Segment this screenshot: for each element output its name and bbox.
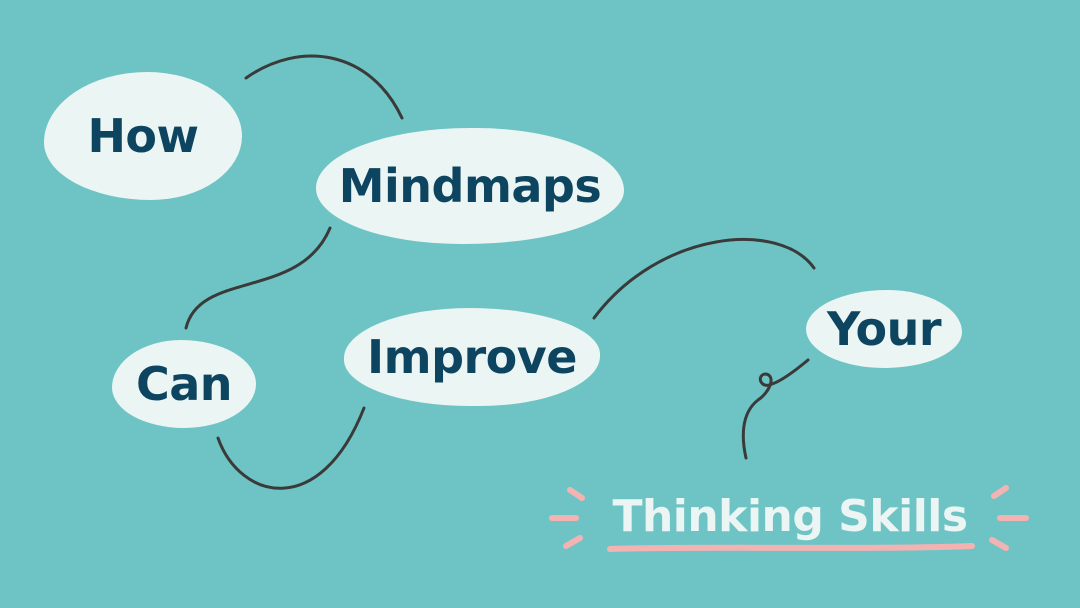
connector-can-improve (216, 406, 366, 490)
node-thinking-skills: Thinking Skills (598, 486, 982, 546)
thinking-underline (607, 543, 975, 552)
node-can: Can (112, 340, 256, 428)
connector-your-thinking (741, 358, 810, 460)
node-can-label: Can (135, 357, 233, 411)
emphasis-marks-left (549, 487, 585, 549)
connector-how-mindmaps (244, 54, 404, 120)
node-mindmaps-label: Mindmaps (338, 159, 602, 213)
node-how: How (44, 72, 242, 200)
node-improve: Improve (344, 308, 600, 406)
connector-improve-your (592, 237, 816, 320)
node-mindmaps: Mindmaps (316, 128, 624, 244)
node-how-label: How (87, 109, 199, 163)
node-your: Your (806, 290, 962, 368)
connector-mindmaps-can (184, 226, 332, 330)
node-improve-label: Improve (367, 330, 577, 384)
node-thinking-skills-label: Thinking Skills (612, 490, 968, 542)
node-your-label: Your (826, 302, 942, 356)
emphasis-marks-right (989, 485, 1029, 551)
